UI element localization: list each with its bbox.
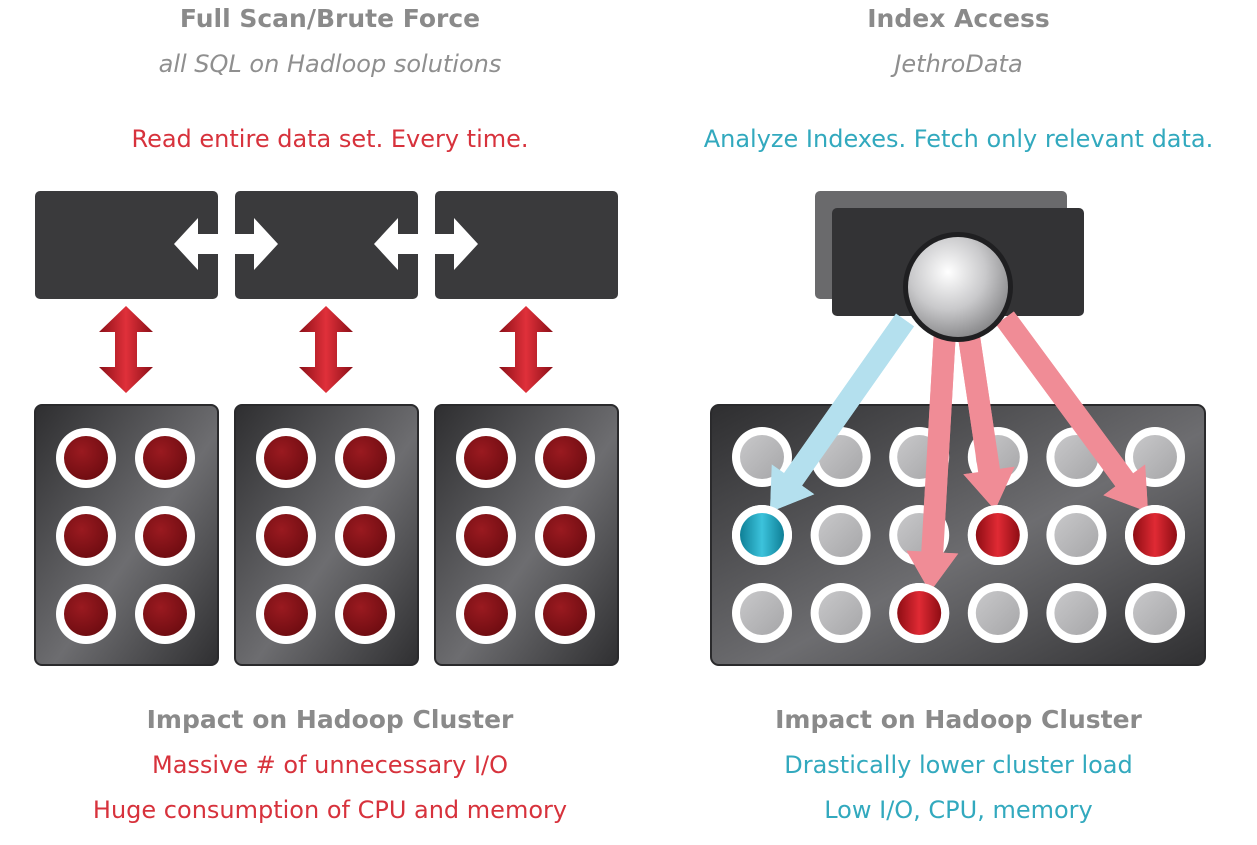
right-impact-heading: Impact on Hadoop Cluster xyxy=(775,705,1142,734)
data-block-dot xyxy=(143,436,187,480)
index-knob xyxy=(908,237,1008,337)
double-arrow-icon-2 xyxy=(374,218,478,270)
up-down-arrow-icon-2 xyxy=(299,306,353,393)
up-down-arrow-icon-3 xyxy=(499,306,553,393)
right-impact-line-2: Low I/O, CPU, memory xyxy=(824,796,1093,824)
right-tagline: Analyze Indexes. Fetch only relevant dat… xyxy=(703,125,1214,153)
data-block-dot xyxy=(264,436,308,480)
right-index-diagram xyxy=(710,191,1206,666)
right-subtitle: JethroData xyxy=(894,50,1023,78)
data-block-dot xyxy=(343,514,387,558)
left-impact-line-2: Huge consumption of CPU and memory xyxy=(92,796,568,824)
node-box-1 xyxy=(35,191,218,299)
node-box-2 xyxy=(235,191,418,299)
index-arrow-red-2-head xyxy=(957,328,1015,510)
node-box-3 xyxy=(435,191,618,299)
data-block-index-hit xyxy=(740,513,784,557)
index-arrow-teal-head xyxy=(770,313,914,512)
left-tagline: Read entire data set. Every time. xyxy=(131,125,529,153)
data-block-dot xyxy=(64,514,108,558)
data-block-dot xyxy=(343,436,387,480)
data-block-dot xyxy=(343,592,387,636)
data-block-dot xyxy=(543,436,587,480)
data-block-dot xyxy=(264,514,308,558)
data-block-dot xyxy=(64,436,108,480)
data-block-dot xyxy=(143,514,187,558)
data-block-skipped xyxy=(1133,591,1177,635)
data-block-skipped xyxy=(818,513,863,557)
left-impact-line-1: Massive # of unnecessary I/O xyxy=(151,751,508,779)
data-block-skipped xyxy=(975,591,1020,635)
data-block-dot xyxy=(64,592,108,636)
data-block-dot xyxy=(543,514,587,558)
index-arrow-red-1-head xyxy=(906,329,959,592)
left-subtitle: all SQL on Hadloop solutions xyxy=(158,50,502,78)
data-block-dot xyxy=(143,592,187,636)
up-down-arrow-icon-1 xyxy=(99,306,153,393)
index-arrow-red-3-head xyxy=(996,311,1148,512)
data-block-dot xyxy=(543,592,587,636)
data-block-dot xyxy=(464,592,508,636)
left-top-boxes xyxy=(35,191,618,299)
data-block-dot xyxy=(464,514,508,558)
left-impact-heading: Impact on Hadoop Cluster xyxy=(146,705,514,734)
left-heading: Full Scan/Brute Force xyxy=(179,4,481,33)
data-block-fetched xyxy=(1133,513,1177,557)
right-heading: Index Access xyxy=(867,4,1050,33)
data-block-dot xyxy=(464,436,508,480)
data-block-fetched xyxy=(897,591,942,635)
data-block-fetched xyxy=(975,513,1020,557)
data-block-skipped xyxy=(818,591,863,635)
double-arrow-icon-1 xyxy=(174,218,278,270)
right-impact-line-1: Drastically lower cluster load xyxy=(784,751,1133,779)
left-data-panels xyxy=(34,404,619,666)
left-vertical-arrows xyxy=(99,306,553,393)
data-block-skipped xyxy=(1054,513,1099,557)
data-block-dot xyxy=(264,592,308,636)
data-block-skipped xyxy=(740,591,784,635)
data-block-skipped xyxy=(1054,591,1099,635)
